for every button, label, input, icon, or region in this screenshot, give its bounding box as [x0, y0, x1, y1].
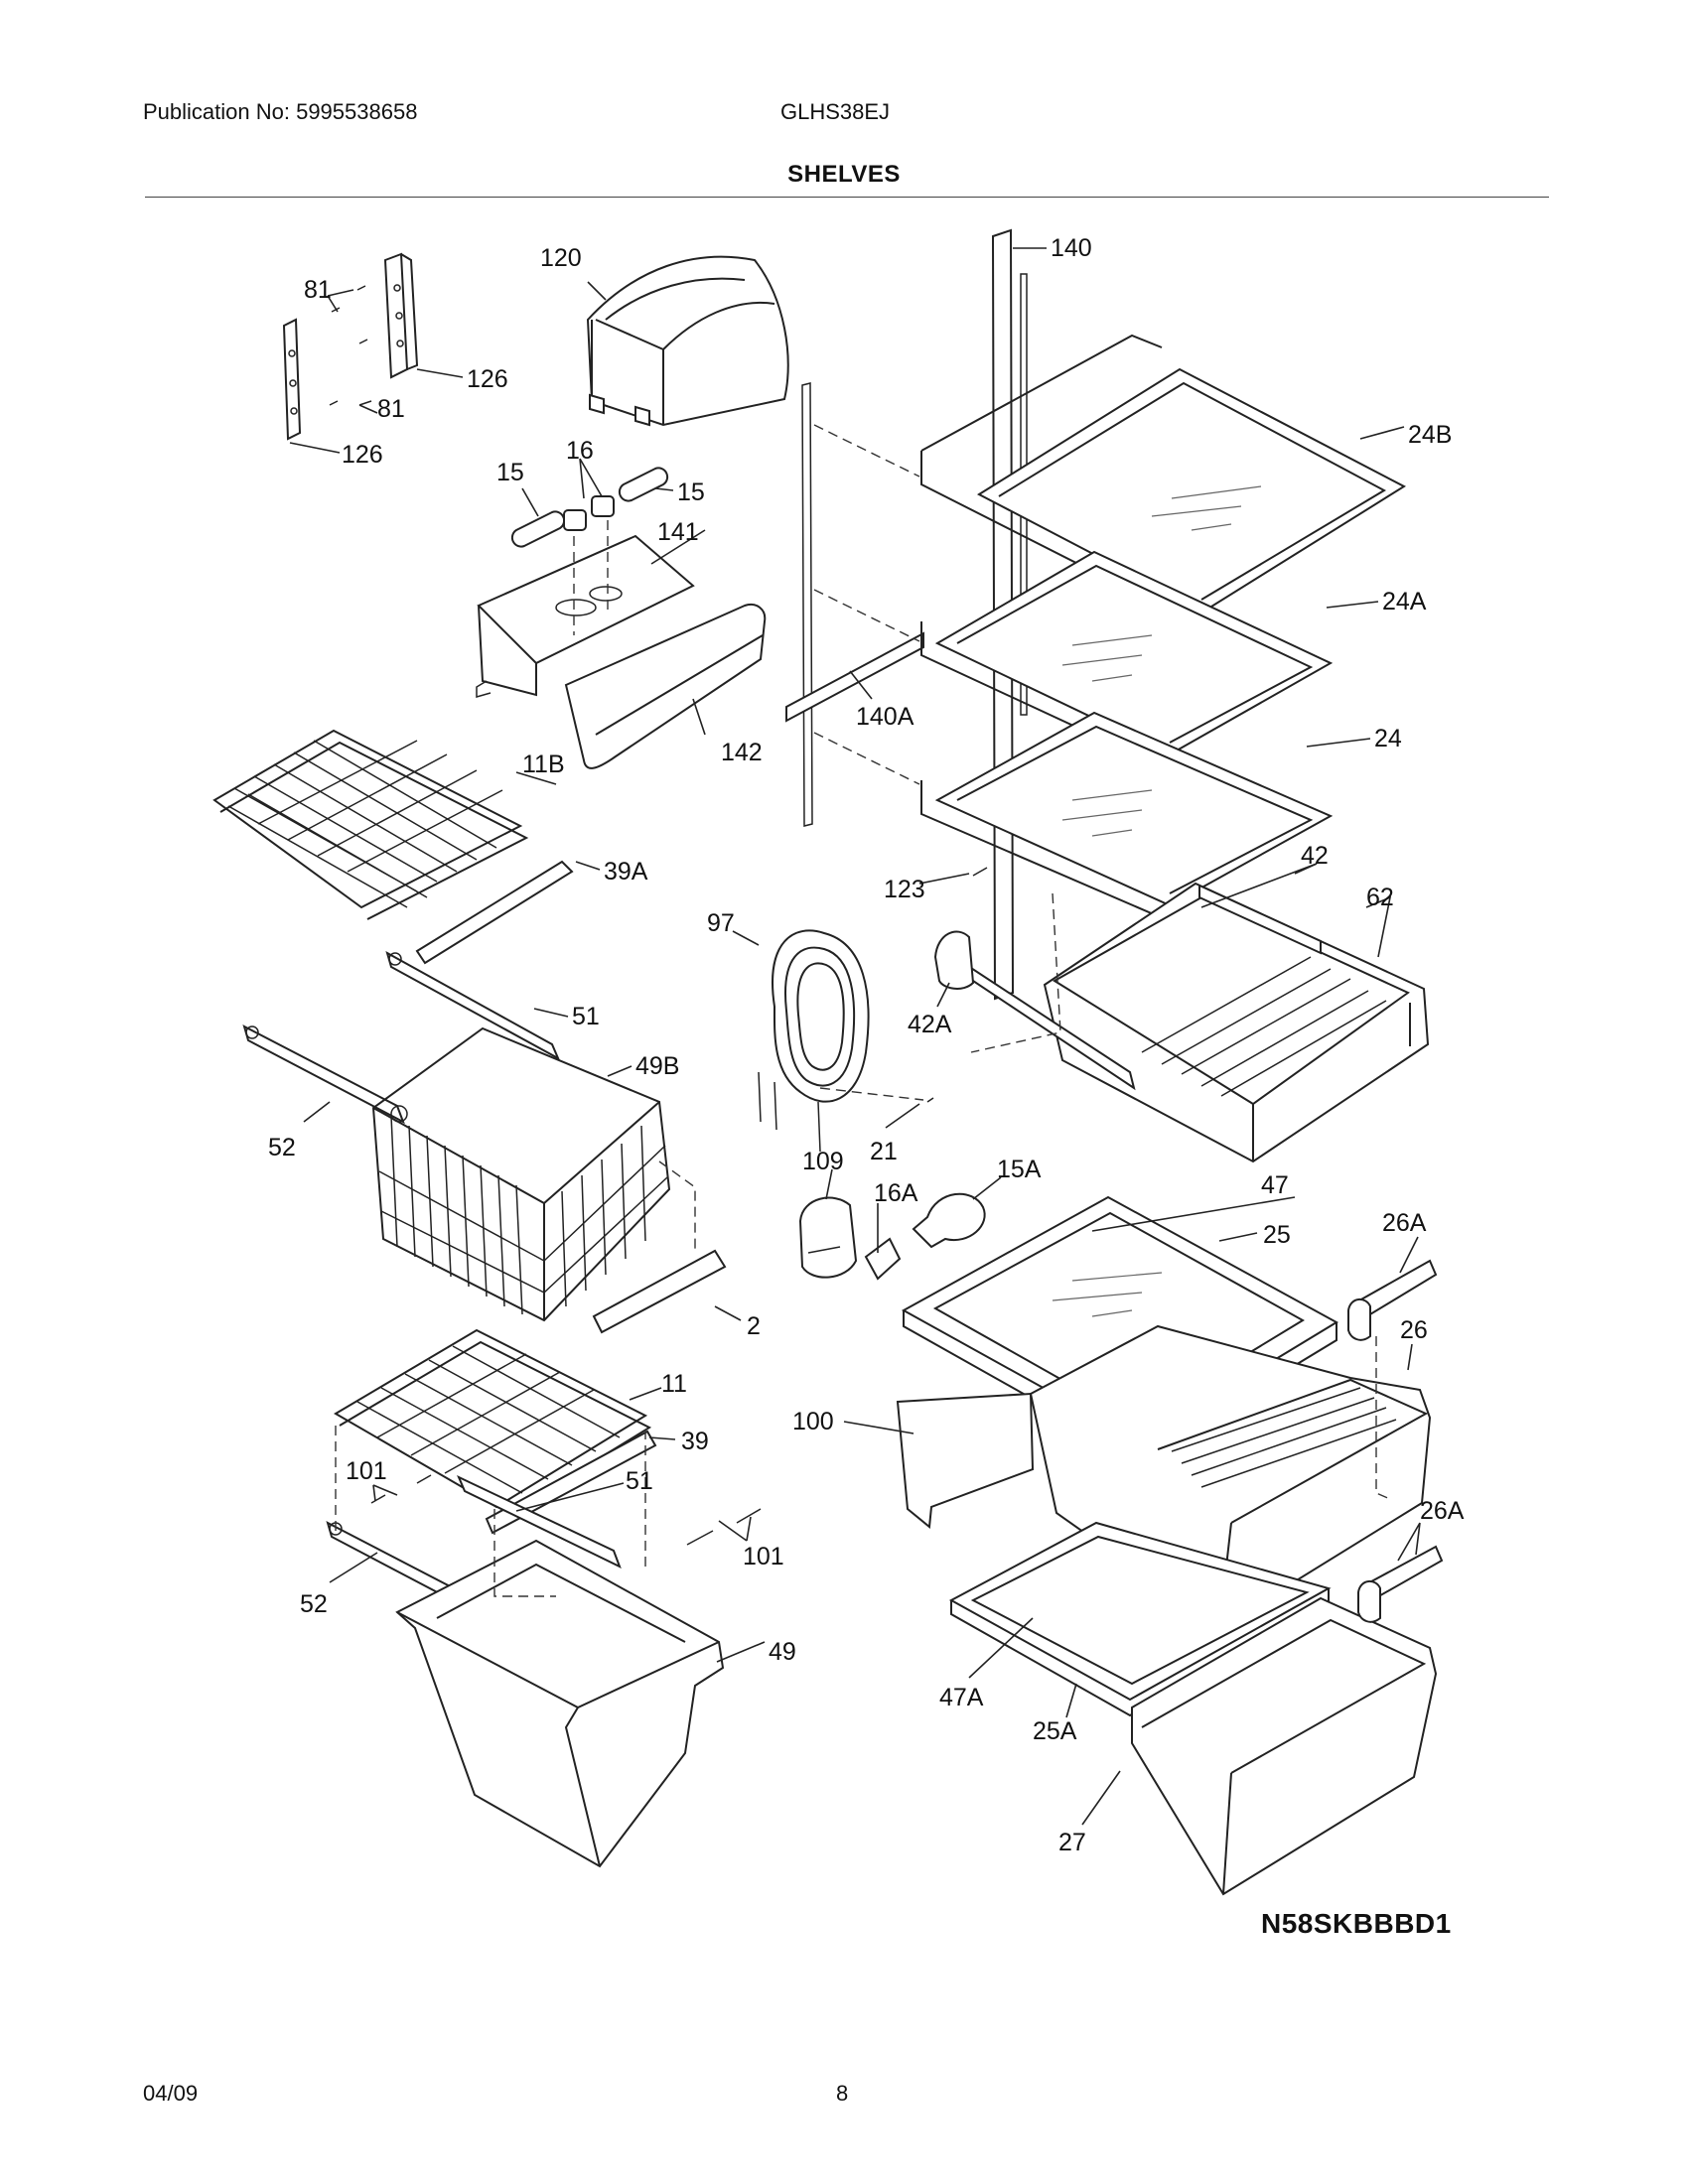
header-divider	[145, 197, 1549, 198]
drawer-27	[1131, 1596, 1438, 1896]
callout-109: 109	[802, 1148, 844, 1175]
socket-16	[563, 495, 615, 531]
callout-15A: 15A	[997, 1156, 1042, 1183]
leader-lines	[289, 247, 1421, 1826]
callout-15: 15	[496, 459, 524, 486]
callout-16: 16	[566, 437, 594, 465]
hinge-42A	[933, 930, 975, 990]
callout-101: 101	[346, 1457, 387, 1485]
rail-140A	[785, 382, 924, 827]
callout-15: 15	[677, 478, 705, 506]
callout-52: 52	[268, 1134, 296, 1161]
callout-49B: 49B	[635, 1052, 679, 1080]
screw-123	[972, 867, 988, 877]
trim-39A	[415, 860, 574, 965]
section-title: SHELVES	[787, 161, 901, 188]
callout-142: 142	[721, 739, 763, 766]
model-number: GLHS38EJ	[780, 99, 891, 124]
callout-2: 2	[747, 1312, 761, 1340]
light-bulbs-15	[510, 467, 669, 548]
callout-52: 52	[300, 1590, 328, 1618]
trim-2	[592, 1249, 727, 1334]
callout-140: 140	[1051, 234, 1092, 262]
bin-49	[395, 1539, 725, 1868]
callout-16A: 16A	[874, 1179, 918, 1207]
publication-date: 04/09	[143, 2081, 199, 2106]
callout-11: 11	[661, 1370, 687, 1398]
callout-39A: 39A	[604, 858, 648, 886]
callout-24B: 24B	[1408, 421, 1452, 449]
callout-126: 126	[342, 441, 383, 469]
callout-26A: 26A	[1420, 1497, 1465, 1525]
rail-42	[943, 884, 1322, 1091]
callout-51: 51	[626, 1467, 653, 1495]
socket-16A	[864, 1237, 902, 1281]
callout-47: 47	[1261, 1171, 1289, 1199]
screws-101	[370, 1474, 762, 1546]
panel-100	[896, 1392, 1035, 1529]
screw-81	[329, 285, 368, 406]
bracket-26A-upper	[1347, 1259, 1438, 1341]
glass-shelf-24	[920, 711, 1334, 923]
bracket-126-lower	[282, 318, 302, 441]
wire-shelf-11	[334, 1328, 652, 1520]
callout-21: 21	[870, 1138, 898, 1165]
callout-labels: 140 120 81 81 126 126 24B 15 16 15 141 2…	[268, 234, 1465, 1856]
callout-42: 42	[1301, 842, 1329, 870]
callout-101: 101	[743, 1543, 784, 1570]
callout-123: 123	[884, 876, 925, 903]
screw-21	[926, 1097, 934, 1103]
callout-62: 62	[1366, 884, 1394, 911]
crisper-62	[1043, 882, 1430, 1163]
light-cover-109	[798, 1196, 858, 1279]
callout-51: 51	[572, 1003, 600, 1030]
callout-141: 141	[657, 518, 699, 546]
callout-39: 39	[681, 1428, 709, 1455]
callout-100: 100	[792, 1408, 834, 1435]
wire-basket-49B	[371, 1026, 671, 1322]
publication-number: Publication No: 5995538658	[143, 99, 418, 124]
callout-42A: 42A	[908, 1011, 952, 1038]
crisper-cover-25A	[948, 1521, 1332, 1717]
coil-97	[758, 929, 870, 1153]
callout-120: 120	[540, 244, 582, 272]
slide-51-upper	[385, 950, 561, 1061]
callout-25: 25	[1263, 1221, 1291, 1249]
callout-26: 26	[1400, 1316, 1428, 1344]
slide-52-upper	[242, 1024, 408, 1125]
callout-97: 97	[707, 909, 735, 937]
door-bin-120	[586, 255, 789, 427]
callout-140A: 140A	[856, 703, 914, 731]
diagram-code: N58SKBBBD1	[1261, 1908, 1452, 1939]
bracket-26A-lower	[1357, 1545, 1444, 1623]
slide-51-lower	[457, 1474, 622, 1569]
callout-24: 24	[1374, 725, 1402, 752]
callout-81: 81	[377, 395, 405, 423]
callout-47A: 47A	[939, 1684, 984, 1711]
light-housing-141	[476, 534, 695, 698]
wire-shelf-11B	[212, 729, 529, 920]
bulb-15A	[912, 1192, 986, 1249]
page-number: 8	[836, 2081, 849, 2106]
bracket-126-upper	[383, 252, 419, 379]
callout-26A: 26A	[1382, 1209, 1427, 1237]
callout-24A: 24A	[1382, 588, 1427, 615]
light-shield-142	[564, 604, 767, 769]
callout-25A: 25A	[1033, 1717, 1077, 1745]
callout-81: 81	[304, 276, 332, 304]
callout-11B: 11B	[522, 751, 565, 778]
callout-49: 49	[769, 1638, 796, 1666]
callout-126: 126	[467, 365, 508, 393]
callout-27: 27	[1058, 1829, 1086, 1856]
